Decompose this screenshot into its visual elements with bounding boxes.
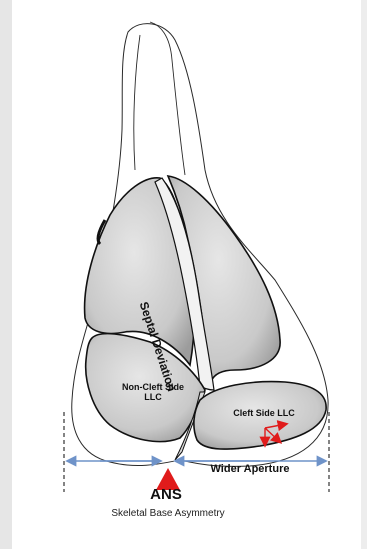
cleft-side-llc-label: Cleft Side LLC <box>224 408 304 418</box>
wider-aperture-label: Wider Aperture <box>200 463 300 476</box>
skeletal-base-asymmetry-caption: Skeletal Base Asymmetry <box>88 508 248 519</box>
nasal-bone-inner <box>150 22 185 175</box>
non-cleft-side-llc-label: Non-Cleft Side LLC <box>108 382 198 403</box>
nasal-bone-inner-left <box>134 35 140 170</box>
ans-label: ANS <box>136 486 196 503</box>
